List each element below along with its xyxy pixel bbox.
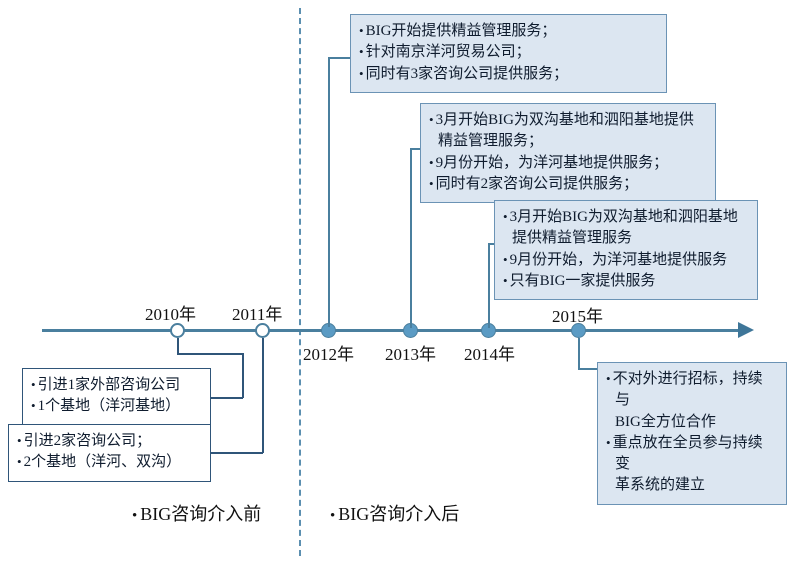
callout-item: 同时有3家咨询公司提供服务；: [359, 64, 657, 85]
phase-divider: [299, 8, 301, 556]
connector-2011-seg2: [210, 452, 263, 454]
callout-item: 重点放在全员参与持续变 革系统的建立: [606, 433, 777, 497]
callout-item: 3月开始BIG为双沟基地和泗阳基地 提供精益管理服务: [503, 207, 748, 250]
callout-box-2014[interactable]: 3月开始BIG为双沟基地和泗阳基地 提供精益管理服务 9月份开始，为洋河基地提供…: [494, 200, 758, 301]
callout-box-2010[interactable]: 引进1家外部咨询公司 1个基地（洋河基地）: [22, 368, 211, 426]
year-label-2015: 2015年: [552, 307, 603, 326]
callout-item: 针对南京洋河贸易公司；: [359, 42, 657, 63]
connector-2010-seg1: [177, 338, 179, 354]
connector-2010-seg2: [177, 353, 243, 355]
callout-item: 引进1家外部咨询公司: [31, 375, 201, 396]
connector-2010-seg4: [210, 397, 243, 399]
timeline-axis: [42, 329, 742, 332]
node-2011[interactable]: [255, 323, 270, 338]
connector-2014-seg2: [488, 243, 496, 245]
year-label-2014: 2014年: [464, 345, 515, 364]
callout-item: 3月开始BIG为双沟基地和泗阳基地提供 精益管理服务；: [429, 110, 706, 153]
connector-2013-seg2: [410, 148, 422, 150]
callout-item: 只有BIG一家提供服务: [503, 271, 748, 292]
connector-2010-seg3: [242, 353, 244, 398]
connector-2011-seg1: [262, 338, 264, 453]
callout-list-2011: 引进2家咨询公司； 2个基地（洋河、双沟）: [17, 431, 201, 474]
callout-box-2012[interactable]: BIG开始提供精益管理服务； 针对南京洋河贸易公司； 同时有3家咨询公司提供服务…: [350, 14, 667, 93]
year-label-2011: 2011年: [232, 305, 283, 324]
timeline-arrow-icon: [738, 322, 754, 338]
node-2015[interactable]: [571, 323, 586, 338]
year-label-2013: 2013年: [385, 345, 436, 364]
callout-item: BIG开始提供精益管理服务；: [359, 21, 657, 42]
callout-item: 1个基地（洋河基地）: [31, 396, 201, 417]
connector-2015-seg2: [578, 368, 598, 370]
legend-after-big: BIG咨询介入后: [330, 500, 459, 526]
legend-before-big: BIG咨询介入前: [132, 500, 261, 526]
connector-2012-seg1: [328, 57, 330, 327]
callout-list-2013: 3月开始BIG为双沟基地和泗阳基地提供 精益管理服务； 9月份开始，为洋河基地提…: [429, 110, 706, 195]
connector-2014-seg1: [488, 243, 490, 328]
callout-item: 2个基地（洋河、双沟）: [17, 452, 201, 473]
year-label-2012: 2012年: [303, 345, 354, 364]
callout-box-2011[interactable]: 引进2家咨询公司； 2个基地（洋河、双沟）: [8, 424, 211, 482]
connector-2015-seg1: [578, 338, 580, 369]
callout-list-2010: 引进1家外部咨询公司 1个基地（洋河基地）: [31, 375, 201, 418]
callout-box-2015[interactable]: 不对外进行招标，持续与 BIG全方位合作 重点放在全员参与持续变 革系统的建立: [597, 362, 787, 505]
year-label-2010: 2010年: [145, 305, 196, 324]
callout-box-2013[interactable]: 3月开始BIG为双沟基地和泗阳基地提供 精益管理服务； 9月份开始，为洋河基地提…: [420, 103, 716, 204]
node-2010[interactable]: [170, 323, 185, 338]
callout-list-2012: BIG开始提供精益管理服务； 针对南京洋河贸易公司； 同时有3家咨询公司提供服务…: [359, 21, 657, 85]
callout-list-2014: 3月开始BIG为双沟基地和泗阳基地 提供精益管理服务 9月份开始，为洋河基地提供…: [503, 207, 748, 292]
connector-2013-seg1: [410, 148, 412, 328]
callout-list-2015: 不对外进行招标，持续与 BIG全方位合作 重点放在全员参与持续变 革系统的建立: [606, 369, 777, 497]
callout-item: 9月份开始，为洋河基地提供服务: [503, 250, 748, 271]
connector-2012-seg2: [328, 57, 352, 59]
callout-item: 9月份开始，为洋河基地提供服务；: [429, 153, 706, 174]
callout-item: 同时有2家咨询公司提供服务；: [429, 174, 706, 195]
callout-item: 引进2家咨询公司；: [17, 431, 201, 452]
callout-item: 不对外进行招标，持续与 BIG全方位合作: [606, 369, 777, 433]
